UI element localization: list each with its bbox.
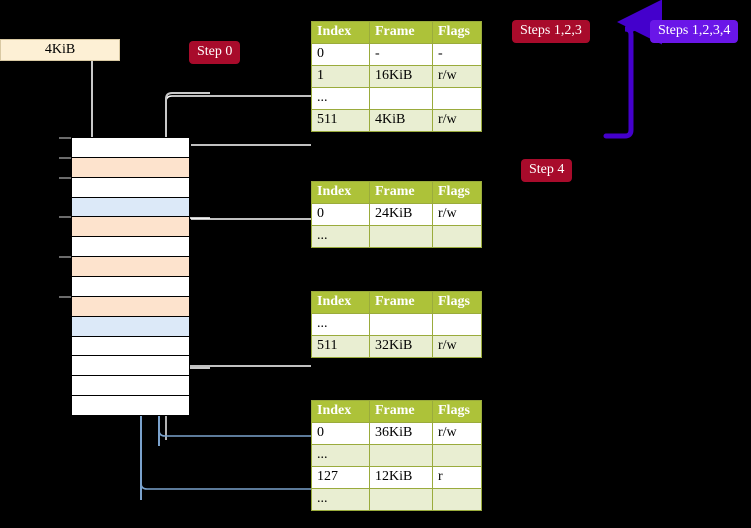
memory-row	[71, 375, 190, 397]
step-badge-step0: Step 0	[189, 41, 241, 64]
memory-row	[71, 236, 190, 258]
memory-row	[71, 276, 190, 297]
cell-frame	[369, 444, 433, 467]
cell-index: 0	[311, 43, 370, 66]
leader-table3-row511	[177, 318, 311, 367]
memory-row-tick	[59, 216, 71, 219]
memory-row	[71, 216, 190, 238]
cell-flags	[432, 444, 482, 467]
cell-index: 1	[311, 65, 370, 88]
cell-frame: 24KiB	[369, 203, 433, 226]
cell-index: 127	[311, 466, 370, 489]
cell-frame: -	[369, 43, 433, 66]
table-row: ...	[311, 444, 482, 467]
cell-flags: r/w	[432, 422, 482, 445]
memory-row-tick	[59, 256, 71, 259]
column-header-frame: Frame	[369, 21, 433, 44]
cell-flags	[432, 313, 482, 336]
memory-row	[71, 315, 190, 337]
column-header-flags: Flags	[432, 291, 482, 314]
step-badge-steps123: Steps 1,2,3	[512, 20, 590, 43]
memory-row	[71, 196, 190, 218]
memory-row	[71, 355, 190, 377]
cell-flags	[432, 87, 482, 110]
column-header-index: Index	[311, 400, 370, 423]
column-header-frame: Frame	[369, 291, 433, 314]
cell-frame: 4KiB	[369, 109, 433, 132]
cell-frame: 36KiB	[369, 422, 433, 445]
cell-flags: r/w	[432, 203, 482, 226]
column-header-frame: Frame	[369, 181, 433, 204]
cell-flags: r/w	[432, 109, 482, 132]
cell-index: 0	[311, 203, 370, 226]
memory-row-tick	[59, 156, 71, 159]
cell-frame: 12KiB	[369, 466, 433, 489]
column-header-index: Index	[311, 291, 370, 314]
memory-row	[71, 256, 190, 277]
column-header-flags: Flags	[432, 21, 482, 44]
table-row: ...	[311, 313, 482, 336]
cell-frame	[369, 313, 433, 336]
physical-memory-column	[71, 137, 190, 416]
memory-row	[71, 335, 190, 357]
cell-index: ...	[311, 488, 370, 511]
column-header-frame: Frame	[369, 400, 433, 423]
memory-row	[71, 156, 190, 178]
column-header-flags: Flags	[432, 181, 482, 204]
cell-frame	[369, 488, 433, 511]
source-size-box: 4KiB	[0, 39, 120, 61]
memory-row	[71, 137, 190, 158]
cell-index: ...	[311, 313, 370, 336]
cell-flags: r	[432, 466, 482, 489]
memory-row-tick	[59, 176, 71, 179]
cell-frame	[369, 87, 433, 110]
table-row: ...	[311, 87, 482, 110]
cell-index: 0	[311, 422, 370, 445]
column-header-index: Index	[311, 21, 370, 44]
cell-frame: 32KiB	[369, 335, 433, 358]
cell-frame	[369, 225, 433, 248]
cell-flags: r/w	[432, 335, 482, 358]
cell-flags: -	[432, 43, 482, 66]
arrow-steps-bracket	[603, 26, 636, 139]
cell-index: ...	[311, 444, 370, 467]
cell-index: ...	[311, 87, 370, 110]
column-header-flags: Flags	[432, 400, 482, 423]
table-row: 0--	[311, 43, 482, 66]
cell-index: 511	[311, 335, 370, 358]
table-row: ...	[311, 488, 482, 511]
cell-flags	[432, 225, 482, 248]
memory-row	[71, 295, 190, 317]
cell-frame: 16KiB	[369, 65, 433, 88]
memory-row	[71, 176, 190, 198]
cell-flags	[432, 488, 482, 511]
memory-row	[71, 395, 190, 416]
step-badge-steps1234: Steps 1,2,3,4	[650, 20, 739, 43]
cell-flags: r/w	[432, 65, 482, 88]
cell-index: 511	[311, 109, 370, 132]
source-size-label: 4KiB	[44, 42, 76, 57]
column-header-index: Index	[311, 181, 370, 204]
memory-row-tick	[59, 137, 71, 139]
step-badge-step4: Step 4	[521, 159, 573, 182]
cell-index: ...	[311, 225, 370, 248]
memory-row-tick	[59, 295, 71, 298]
table-row: ...	[311, 225, 482, 248]
